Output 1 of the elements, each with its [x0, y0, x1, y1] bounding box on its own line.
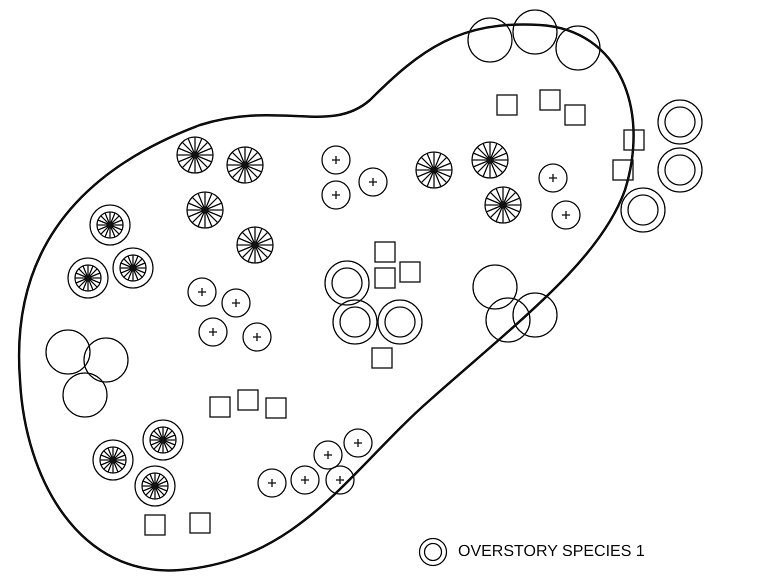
legend-label: OVERSTORY SPECIES 1	[458, 543, 645, 561]
